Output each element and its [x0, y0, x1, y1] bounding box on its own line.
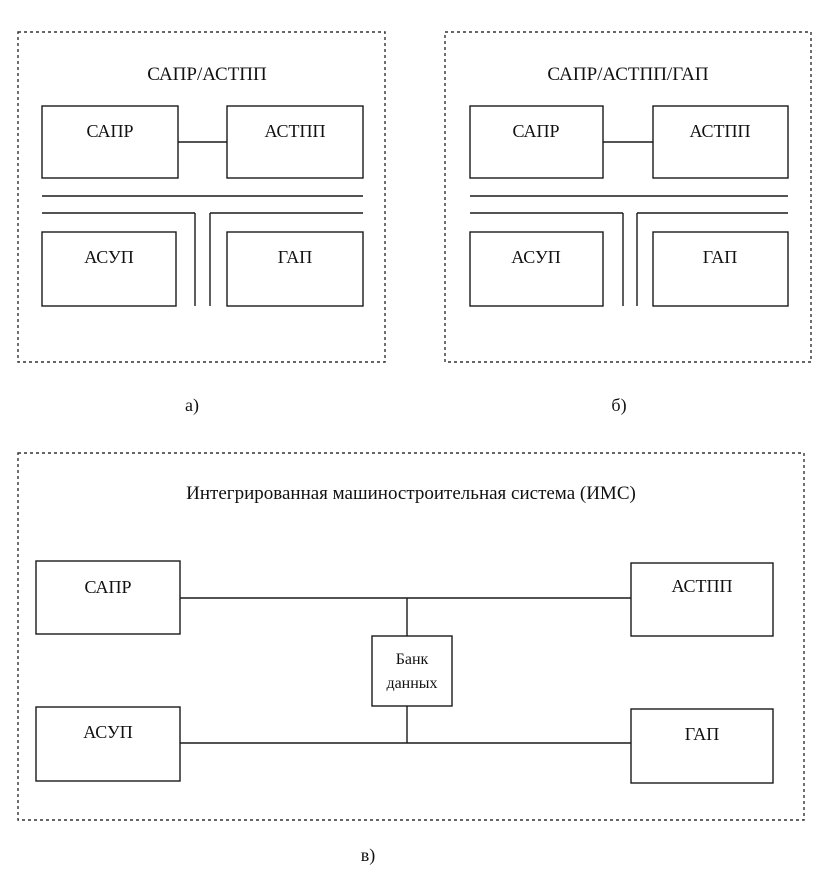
panel-c-gap-label: ГАП	[685, 724, 719, 744]
panel-b-frame	[444, 31, 812, 363]
panel-b-astpp-label: АСТПП	[689, 121, 750, 141]
panel-c-sapr-label: САПР	[84, 577, 131, 597]
panel-a-sapr-label: САПР	[86, 121, 133, 141]
panel-a-asup-label: АСУП	[84, 247, 134, 267]
panel-b-title: САПР/АСТПП/ГАП	[547, 64, 708, 85]
panel-b-asup-box	[469, 231, 604, 307]
panel-b-caption: б)	[611, 395, 626, 416]
panel-a-asup-box	[41, 231, 177, 307]
panel-b: САПР/АСТПП/ГАП САПР АСТПП АСУП ГАП б)	[444, 31, 812, 416]
panel-b-gap-label: ГАП	[703, 247, 737, 267]
panel-c-asup-box	[35, 706, 181, 782]
panel-b-sapr-box	[469, 105, 604, 179]
panel-c-sapr-box	[35, 560, 181, 635]
panel-a-title: САПР/АСТПП	[147, 64, 267, 85]
panel-c-gap-box	[630, 708, 774, 784]
panel-b-gap-box	[652, 231, 789, 307]
panel-a-sapr-box	[41, 105, 179, 179]
panel-a-caption: а)	[185, 395, 199, 416]
panel-c-astpp-box	[630, 562, 774, 637]
panel-a-astpp-label: АСТПП	[264, 121, 325, 141]
panel-b-astpp-box	[652, 105, 789, 179]
panel-c-astpp-label: АСТПП	[671, 576, 732, 596]
panel-c-databank-box	[371, 635, 453, 707]
panel-c-databank-line2: данных	[386, 675, 437, 692]
panel-c-databank-line1: Банк	[396, 651, 429, 668]
panel-c-title: Интегрированная машиностроительная систе…	[186, 483, 636, 504]
panel-a-gap-label: ГАП	[278, 247, 312, 267]
panel-c-frame	[17, 452, 805, 821]
panel-b-sapr-label: САПР	[512, 121, 559, 141]
panel-a-gap-box	[226, 231, 364, 307]
panel-c-asup-label: АСУП	[83, 722, 133, 742]
panel-a-astpp-box	[226, 105, 364, 179]
panel-a: САПР/АСТПП САПР АСТПП АСУП ГАП а)	[17, 31, 386, 416]
panel-c: Интегрированная машиностроительная систе…	[17, 452, 805, 866]
panel-c-caption: в)	[361, 845, 376, 866]
panel-b-asup-label: АСУП	[511, 247, 561, 267]
